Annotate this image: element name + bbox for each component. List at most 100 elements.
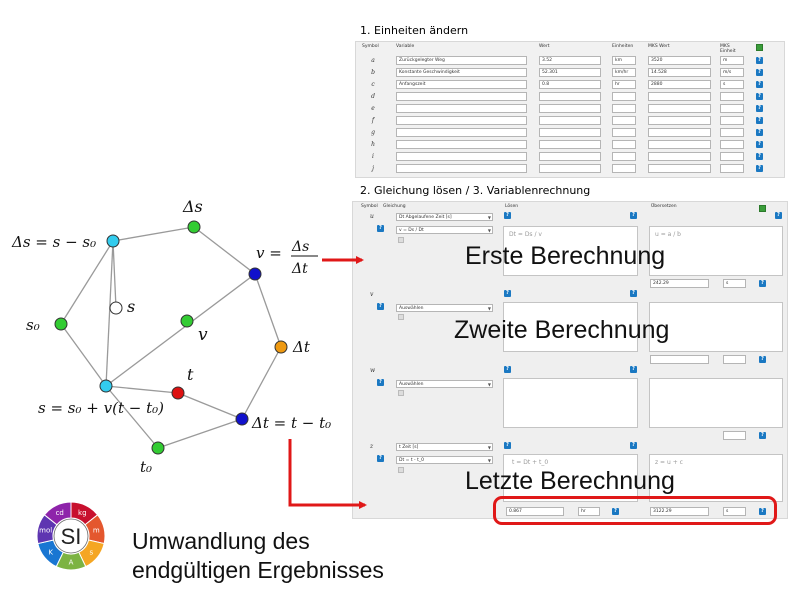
result-unit-input[interactable]: s [723, 279, 746, 288]
help-icon[interactable]: ? [756, 105, 763, 112]
mks-value-input[interactable] [648, 128, 711, 137]
mks-value-input[interactable]: 2880 [648, 80, 711, 89]
mks-value-input[interactable] [648, 104, 711, 113]
help-icon[interactable]: ? [377, 379, 384, 386]
solve-textarea[interactable]: t = Dt + t_0 [503, 454, 638, 502]
help-icon[interactable]: ? [630, 290, 637, 297]
variable-select[interactable]: t Zeit [s]▼ [396, 443, 493, 451]
variable-input[interactable] [396, 92, 527, 101]
mks-unit-input[interactable] [720, 140, 744, 149]
value-input[interactable] [539, 92, 601, 101]
unit-input[interactable] [612, 164, 636, 173]
result-unit-input[interactable]: s [723, 507, 746, 516]
help-icon[interactable]: ? [612, 508, 619, 515]
help-icon[interactable]: ? [756, 117, 763, 124]
value-input[interactable] [539, 152, 601, 161]
solve-textarea[interactable] [503, 302, 638, 352]
check-all-checkbox[interactable] [759, 205, 766, 212]
help-icon[interactable]: ? [759, 356, 766, 363]
unit-input[interactable]: hr [612, 80, 636, 89]
solve-textarea[interactable]: Dt = Ds / v [503, 226, 638, 276]
copy-icon[interactable] [398, 237, 404, 243]
translate-textarea[interactable]: u = a / b [649, 226, 783, 276]
unit-input[interactable] [612, 152, 636, 161]
help-icon[interactable]: ? [759, 508, 766, 515]
unit-input[interactable] [612, 140, 636, 149]
translate-textarea[interactable] [649, 378, 783, 428]
mks-unit-input[interactable]: m [720, 56, 744, 65]
help-icon[interactable]: ? [775, 212, 782, 219]
mks-unit-input[interactable] [720, 152, 744, 161]
translate-textarea[interactable] [649, 302, 783, 352]
variable-input[interactable] [396, 104, 527, 113]
help-icon[interactable]: ? [504, 290, 511, 297]
result-input[interactable] [650, 355, 709, 364]
help-icon[interactable]: ? [759, 280, 766, 287]
mks-value-input[interactable] [648, 116, 711, 125]
mks-unit-input[interactable] [720, 104, 744, 113]
value-input[interactable]: 52.301 [539, 68, 601, 77]
equation-select[interactable]: Auswählen▼ [396, 380, 493, 388]
value-input[interactable]: 0.867 [506, 507, 564, 516]
result-unit-input[interactable] [723, 355, 746, 364]
value-input[interactable] [539, 104, 601, 113]
unit-input[interactable]: km [612, 56, 636, 65]
copy-icon[interactable] [398, 390, 404, 396]
copy-icon[interactable] [398, 467, 404, 473]
value-unit-input[interactable]: hr [578, 507, 600, 516]
variable-input[interactable] [396, 164, 527, 173]
help-icon[interactable]: ? [756, 165, 763, 172]
mks-value-input[interactable] [648, 140, 711, 149]
help-icon[interactable]: ? [756, 93, 763, 100]
variable-input[interactable] [396, 116, 527, 125]
value-input[interactable] [539, 164, 601, 173]
unit-input[interactable] [612, 104, 636, 113]
value-input[interactable] [539, 140, 601, 149]
equation-select[interactable]: Auswählen▼ [396, 304, 493, 312]
help-icon[interactable]: ? [504, 212, 511, 219]
value-input[interactable] [539, 128, 601, 137]
unit-input[interactable] [612, 116, 636, 125]
help-icon[interactable]: ? [504, 366, 511, 373]
mks-value-input[interactable]: 14.528 [648, 68, 711, 77]
help-icon[interactable]: ? [756, 57, 763, 64]
equation-select[interactable]: v = Ds / Dt▼ [396, 226, 493, 234]
help-icon[interactable]: ? [630, 366, 637, 373]
copy-icon[interactable] [398, 314, 404, 320]
variable-input[interactable] [396, 140, 527, 149]
mks-unit-input[interactable]: s [720, 80, 744, 89]
result-input[interactable]: 3122.29 [650, 507, 709, 516]
value-input[interactable]: 3.52 [539, 56, 601, 65]
variable-input[interactable]: Anfangszeit [396, 80, 527, 89]
help-icon[interactable]: ? [377, 303, 384, 310]
help-icon[interactable]: ? [377, 225, 384, 232]
variable-select[interactable]: Dt Abgelaufene Zeit [s]▼ [396, 213, 493, 221]
solve-textarea[interactable] [503, 378, 638, 428]
mks-value-input[interactable] [648, 164, 711, 173]
unit-input[interactable] [612, 128, 636, 137]
mks-unit-input[interactable] [720, 116, 744, 125]
help-icon[interactable]: ? [756, 129, 763, 136]
unit-input[interactable]: km/hr [612, 68, 636, 77]
variable-input[interactable]: Zurückgelegter Weg [396, 56, 527, 65]
mks-value-input[interactable] [648, 152, 711, 161]
help-icon[interactable]: ? [630, 442, 637, 449]
help-icon[interactable]: ? [377, 455, 384, 462]
mks-unit-input[interactable] [720, 92, 744, 101]
check-all-checkbox[interactable] [756, 44, 763, 51]
variable-input[interactable]: Konstante Geschwindigkeit [396, 68, 527, 77]
help-icon[interactable]: ? [504, 442, 511, 449]
mks-unit-input[interactable] [720, 128, 744, 137]
help-icon[interactable]: ? [756, 69, 763, 76]
mks-value-input[interactable] [648, 92, 711, 101]
help-icon[interactable]: ? [630, 212, 637, 219]
value-input[interactable]: 0.8 [539, 80, 601, 89]
unit-input[interactable] [612, 92, 636, 101]
help-icon[interactable]: ? [756, 153, 763, 160]
help-icon[interactable]: ? [759, 432, 766, 439]
value-input[interactable] [539, 116, 601, 125]
mks-unit-input[interactable] [720, 164, 744, 173]
result-input[interactable]: 242.29 [650, 279, 709, 288]
variable-input[interactable] [396, 128, 527, 137]
translate-textarea[interactable]: z = u + c [649, 454, 783, 502]
